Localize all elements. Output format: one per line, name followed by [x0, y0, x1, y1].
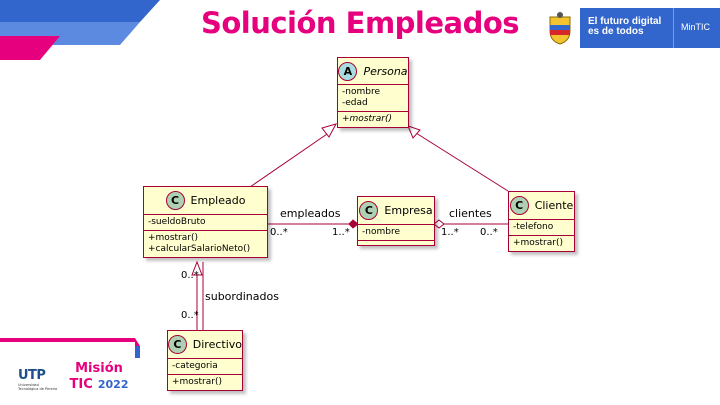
class-cliente-attributes: -telefono — [509, 219, 574, 235]
method: +mostrar() — [342, 114, 392, 124]
class-directivo: C Directivo -categoria +mostrar() — [167, 330, 243, 391]
class-persona-methods: +mostrar() — [338, 111, 408, 127]
class-directivo-methods: +mostrar() — [168, 374, 242, 390]
partner-logos: UTP Universidad Tecnológica de Pereira M… — [0, 342, 135, 405]
ministry-label: MinTIC — [681, 22, 710, 32]
relation-label-subordinados: subordinados — [205, 290, 279, 303]
class-directivo-name: Directivo — [192, 338, 242, 351]
class-empresa-name: Empresa — [384, 204, 433, 217]
method: +calcularSalarioNeto() — [148, 244, 251, 254]
attribute: -telefono — [513, 222, 554, 232]
utp-logo-mark: UTP — [18, 368, 46, 383]
multiplicity-subordinados-bottom: 0..* — [181, 310, 199, 321]
multiplicity-clientes-right: 0..* — [480, 227, 498, 238]
mision-line1: Misión — [75, 361, 123, 376]
class-persona-name: Persona — [363, 64, 408, 78]
gov-slogan-line2: es de todos — [588, 26, 644, 37]
mision-line2: TIC — [69, 377, 93, 392]
mision-tic-logo: Misión TIC 2022 — [68, 362, 130, 392]
class-empresa-header: C Empresa — [358, 197, 434, 224]
abstract-class-badge-icon: A — [338, 61, 358, 81]
class-empresa: C Empresa -nombre — [357, 196, 435, 246]
method: +mostrar() — [148, 233, 198, 243]
multiplicity-subordinados-top: 0..* — [181, 270, 199, 281]
attribute: -sueldoBruto — [148, 217, 206, 227]
class-directivo-attributes: -categoria — [168, 358, 242, 374]
attribute: -edad — [342, 98, 368, 108]
class-badge-icon: C — [168, 335, 187, 354]
gov-slogan-line1: El futuro digital — [588, 16, 662, 27]
method: +mostrar() — [172, 377, 222, 387]
multiplicity-clientes-left: 1..* — [441, 227, 459, 238]
class-empleado-name: Empleado — [190, 194, 246, 207]
gov-divider — [673, 8, 674, 48]
class-empresa-attributes: -nombre — [358, 224, 434, 240]
method: +mostrar() — [513, 238, 563, 248]
class-cliente: C Cliente -telefono +mostrar() — [508, 191, 575, 252]
class-persona: A Persona -nombre -edad +mostrar() — [337, 57, 409, 128]
class-persona-header: A Persona — [338, 58, 408, 84]
class-cliente-header: C Cliente — [509, 192, 574, 219]
mision-line2-row: TIC 2022 — [68, 376, 130, 392]
slide-title: Solución Empleados — [200, 6, 520, 40]
multiplicity-empleados-right: 1..* — [332, 227, 350, 238]
class-empleado-attributes: -sueldoBruto — [144, 214, 267, 230]
gov-slogan: El futuro digital es de todos — [588, 17, 661, 37]
attribute: -nombre — [342, 87, 380, 97]
utp-caption: Universidad Tecnológica de Pereira — [18, 383, 58, 391]
utp-logo: UTP Universidad Tecnológica de Pereira — [18, 368, 60, 391]
class-empleado-methods: +mostrar() +calcularSalarioNeto() — [144, 230, 267, 257]
multiplicity-empleados-left: 0..* — [270, 227, 288, 238]
corner-decoration-top-left — [0, 0, 160, 60]
attribute: -categoria — [172, 361, 218, 371]
coat-of-arms-logo — [540, 8, 580, 48]
class-badge-icon: C — [359, 201, 379, 220]
class-cliente-methods: +mostrar() — [509, 235, 574, 251]
class-persona-attributes: -nombre -edad — [338, 84, 408, 111]
class-empresa-methods — [358, 240, 434, 245]
relation-label-empleados: empleados — [280, 207, 341, 220]
mision-year: 2022 — [97, 378, 129, 391]
class-badge-icon: C — [509, 196, 529, 215]
attribute: -nombre — [362, 227, 400, 237]
class-badge-icon: C — [165, 191, 185, 210]
class-directivo-header: C Directivo — [168, 331, 242, 358]
class-empleado: C Empleado -sueldoBruto +mostrar() +calc… — [143, 186, 268, 258]
class-cliente-name: Cliente — [534, 199, 574, 212]
relation-label-clientes: clientes — [449, 207, 492, 220]
class-empleado-header: C Empleado — [144, 187, 267, 214]
